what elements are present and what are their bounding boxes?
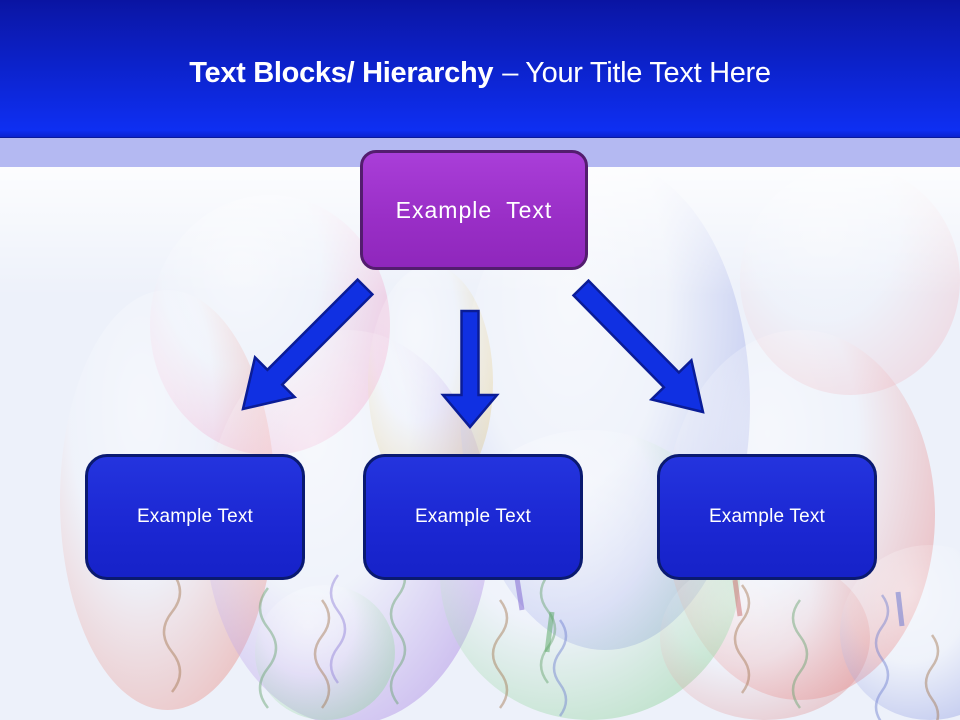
ribbon-curl bbox=[313, 599, 331, 709]
ribbon-curl bbox=[924, 634, 940, 720]
child-box-label: Example Text bbox=[136, 506, 254, 527]
root-box-label: Example Text bbox=[395, 196, 553, 223]
title-bold-segment: Text Blocks/ Hierarchy bbox=[189, 57, 494, 89]
ribbon-curl bbox=[733, 584, 751, 694]
slide-title: Text Blocks/ Hierarchy– Your Title Text … bbox=[189, 47, 771, 90]
title-regular-segment: – Your Title Text Here bbox=[502, 57, 771, 89]
hierarchy-child-box-1[interactable]: Example Text bbox=[85, 454, 305, 580]
ribbon-curl bbox=[791, 599, 809, 709]
ribbon-curl bbox=[329, 574, 347, 684]
ribbon-curl bbox=[874, 594, 890, 720]
hierarchy-child-box-3[interactable]: Example Text bbox=[657, 454, 877, 580]
ribbon-tassel bbox=[895, 591, 905, 627]
ribbon-tassel bbox=[732, 579, 743, 617]
red-balloon-bottom bbox=[660, 555, 870, 720]
ribbon-curl bbox=[389, 559, 407, 705]
ribbon-curl bbox=[162, 571, 182, 693]
hierarchy-root-box[interactable]: Example Text bbox=[360, 150, 588, 270]
ribbon-curl bbox=[552, 619, 568, 717]
green-balloon-left bbox=[255, 585, 395, 720]
ribbon-curl bbox=[539, 574, 557, 684]
hierarchy-child-box-2[interactable]: Example Text bbox=[363, 454, 583, 580]
ribbon-curl bbox=[258, 587, 278, 709]
slide-header: Text Blocks/ Hierarchy– Your Title Text … bbox=[0, 0, 960, 137]
ribbon-tassel bbox=[544, 611, 555, 653]
ribbon-curl bbox=[491, 599, 509, 709]
child-box-label: Example Text bbox=[708, 506, 826, 527]
child-box-label: Example Text bbox=[414, 506, 532, 527]
